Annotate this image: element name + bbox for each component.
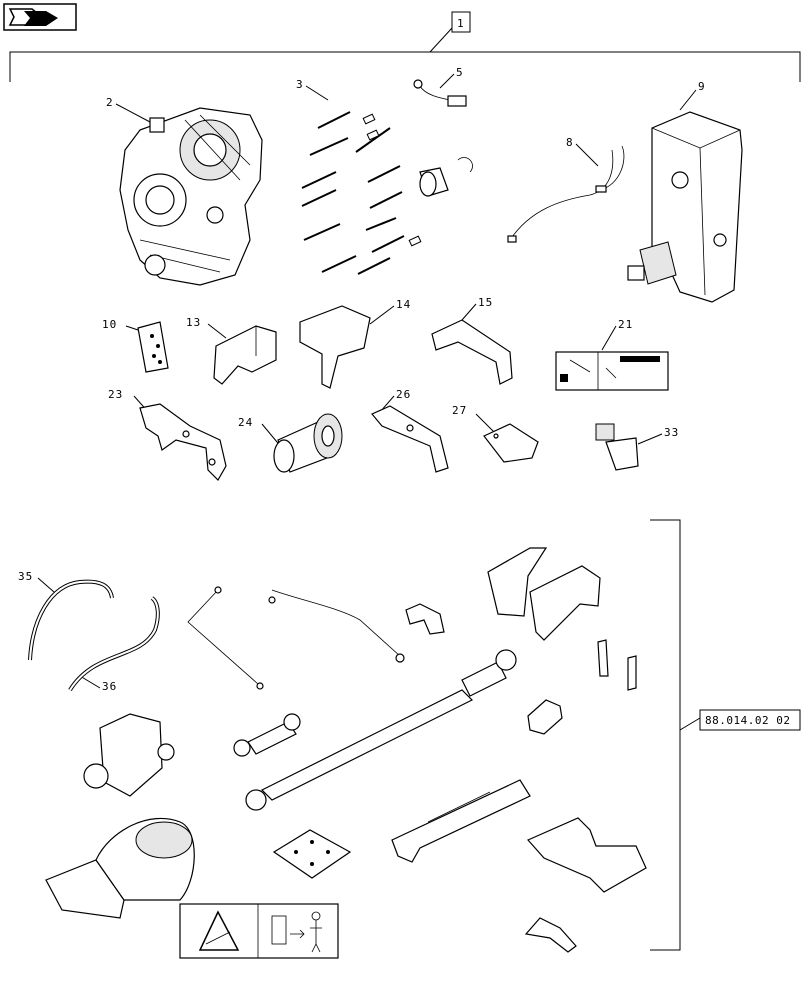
callout-3: 3 xyxy=(296,78,304,91)
callout-10: 10 xyxy=(102,318,117,331)
shield-guards xyxy=(487,547,601,641)
next-page-icon[interactable] xyxy=(3,3,77,31)
small-bracket xyxy=(405,603,445,635)
short-shaft xyxy=(233,713,301,757)
square-plate xyxy=(272,829,352,879)
callout-9: 9 xyxy=(698,80,706,93)
decal-part-21: 21 xyxy=(555,318,669,391)
callout-1: 1 xyxy=(457,17,465,30)
bracket-part-14: 14 xyxy=(299,298,411,389)
bottom-clip xyxy=(524,917,577,953)
plate-part-27: 27 xyxy=(452,404,539,463)
callout-8: 8 xyxy=(566,136,574,149)
safety-decal xyxy=(179,903,339,959)
hydraulic-tubes xyxy=(187,586,405,690)
drive-shaft xyxy=(245,649,517,811)
hose-part-35: 35 xyxy=(18,570,114,661)
step-bracket xyxy=(527,817,647,893)
callout-5: 5 xyxy=(456,66,464,79)
sensor-part-5: 5 xyxy=(413,66,467,107)
hose-part-36: 36 xyxy=(68,596,160,693)
bracket-part-15: 15 xyxy=(431,296,513,385)
plate-part-10: 10 xyxy=(102,318,169,373)
mounting-rail xyxy=(391,779,531,863)
callout-27: 27 xyxy=(452,404,467,417)
callout-14: 14 xyxy=(396,298,411,311)
small-clips xyxy=(527,639,637,735)
bracket-part-13: 13 xyxy=(186,316,277,385)
bracket-part-23: 23 xyxy=(108,388,227,481)
callout-33: 33 xyxy=(664,426,679,439)
bushing-and-clip xyxy=(419,157,473,197)
bolts-part-3: 3 xyxy=(296,78,422,275)
angle-gearbox xyxy=(83,713,175,797)
harness-part-8: 8 xyxy=(507,136,625,243)
coupling-part-24: 24 xyxy=(238,413,343,473)
gearbox-part-2: 2 xyxy=(106,96,263,286)
callout-26: 26 xyxy=(396,388,411,401)
callout-15: 15 xyxy=(478,296,493,309)
shaft-guard xyxy=(45,817,195,919)
fitting-part-33: 33 xyxy=(595,423,679,471)
transfer-case-part-9: 9 xyxy=(627,80,743,303)
callout-35: 35 xyxy=(18,570,33,583)
bracket-part-26: 26 xyxy=(371,388,449,473)
callout-13: 13 xyxy=(186,316,201,329)
callout-2: 2 xyxy=(106,96,114,109)
callout-21: 21 xyxy=(618,318,633,331)
callout-24: 24 xyxy=(238,416,253,429)
callout-36: 36 xyxy=(102,680,117,693)
assembly-bracket-top: 1 xyxy=(9,11,801,82)
callout-23: 23 xyxy=(108,388,123,401)
reference-code: 88.014.02 02 xyxy=(705,714,790,727)
reference-bracket: 88.014.02 02 xyxy=(650,519,801,951)
